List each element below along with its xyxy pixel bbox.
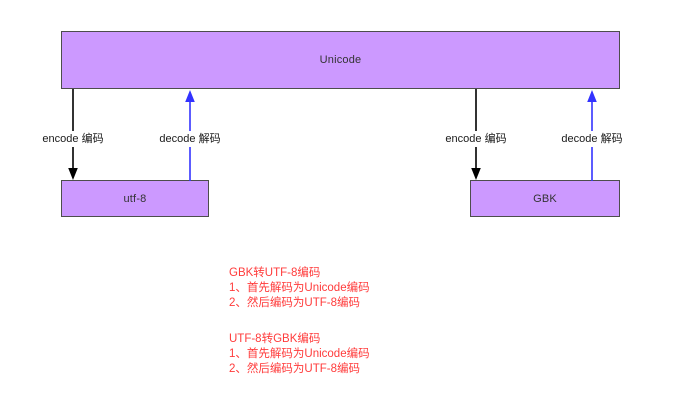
note-utf8-to-gbk-step-1: 1、首先解码为Unicode编码 [229, 348, 370, 360]
note-gbk-to-utf8-step-1: 1、首先解码为Unicode编码 [229, 282, 370, 294]
edge-label-encode-left: encode 编码 [39, 131, 107, 147]
node-unicode[interactable]: Unicode [61, 31, 620, 89]
edge-label-encode-right: encode 编码 [442, 131, 510, 147]
node-gbk-label: GBK [533, 192, 557, 205]
edge-label-decode-left: decode 解码 [156, 131, 224, 147]
note-utf8-to-gbk: UTF-8转GBK编码 1、首先解码为Unicode编码 2、然后编码为UTF-… [229, 332, 370, 377]
note-utf8-to-gbk-step-2: 2、然后编码为UTF-8编码 [229, 363, 360, 375]
node-unicode-label: Unicode [319, 54, 362, 66]
note-gbk-to-utf8-step-2: 2、然后编码为UTF-8编码 [229, 297, 360, 309]
note-gbk-to-utf8: GBK转UTF-8编码 1、首先解码为Unicode编码 2、然后编码为UTF-… [229, 266, 370, 311]
node-gbk[interactable]: GBK [470, 180, 620, 217]
note-utf8-to-gbk-title: UTF-8转GBK编码 [229, 333, 321, 345]
node-utf8[interactable]: utf-8 [61, 180, 209, 217]
edge-label-decode-right: decode 解码 [558, 131, 626, 147]
note-gbk-to-utf8-title: GBK转UTF-8编码 [229, 267, 321, 279]
node-utf8-label: utf-8 [123, 192, 147, 205]
